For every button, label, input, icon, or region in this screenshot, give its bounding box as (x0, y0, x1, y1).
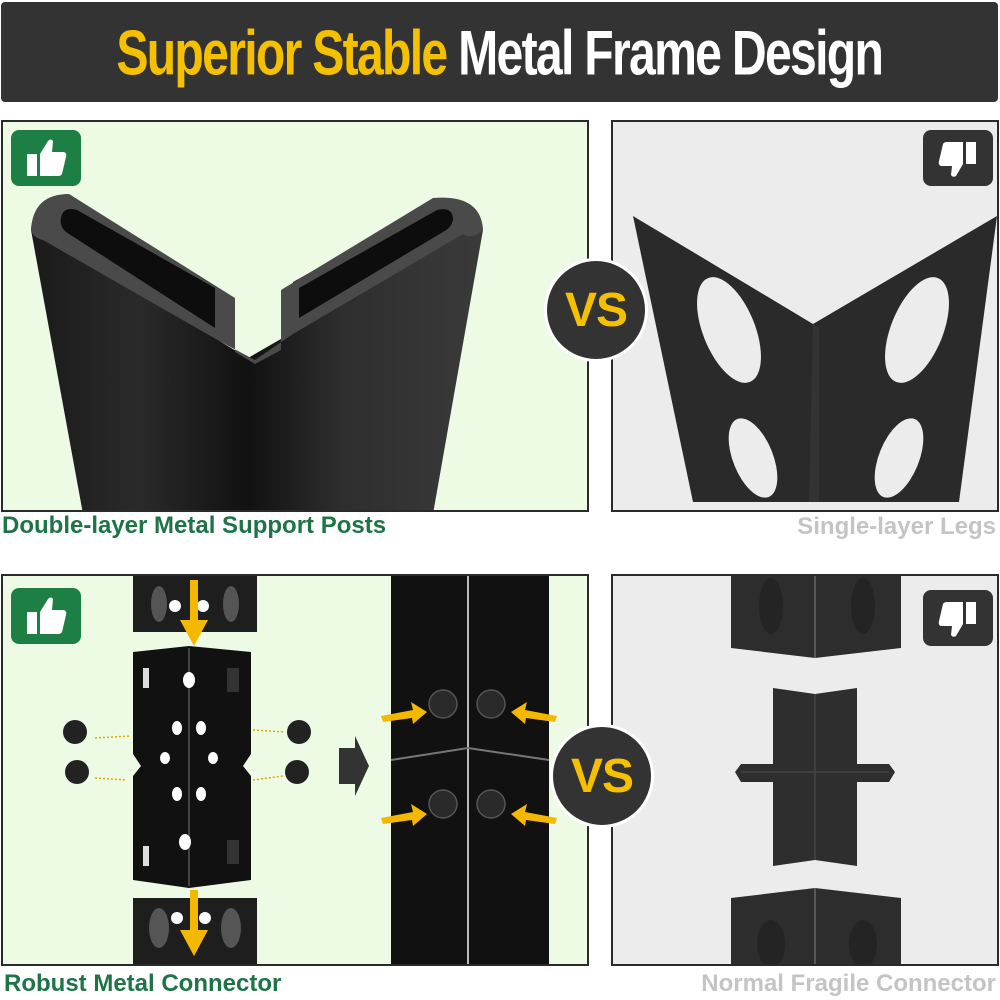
title-banner: Superior Stable Metal Frame Design (1, 2, 998, 102)
vs-badge-connectors: VS (550, 724, 654, 828)
vs-badge-posts: VS (544, 258, 648, 362)
panel-robust-connector (1, 574, 589, 966)
robust-connector-image (63, 576, 557, 964)
panel-fragile-connector (611, 574, 999, 966)
title-highlight: Superior Stable (116, 16, 449, 88)
thumbs-up-icon (27, 139, 67, 176)
caption-single-layer: Single-layer Legs (797, 513, 996, 540)
thumbs-down-icon (938, 142, 976, 177)
thumbs-up-icon (27, 597, 67, 634)
thumbs-up-badge (11, 130, 81, 186)
panel-double-layer-post (1, 120, 589, 512)
thumbs-up-badge (11, 588, 81, 644)
caption-fragile-connector: Normal Fragile Connector (701, 970, 996, 997)
panel-single-layer-leg (611, 120, 999, 512)
single-layer-leg-image (633, 216, 997, 502)
thumbs-down-badge (923, 130, 993, 186)
caption-double-layer: Double-layer Metal Support Posts (2, 512, 387, 539)
page-title: Superior Stable Metal Frame Design (116, 16, 885, 89)
double-layer-post-image (31, 194, 483, 510)
thumbs-down-badge (923, 590, 993, 646)
title-rest: Metal Frame Design (458, 16, 884, 88)
caption-robust-connector: Robust Metal Connector (4, 970, 282, 997)
thumbs-down-icon (938, 602, 976, 637)
fragile-connector-image (731, 576, 901, 964)
